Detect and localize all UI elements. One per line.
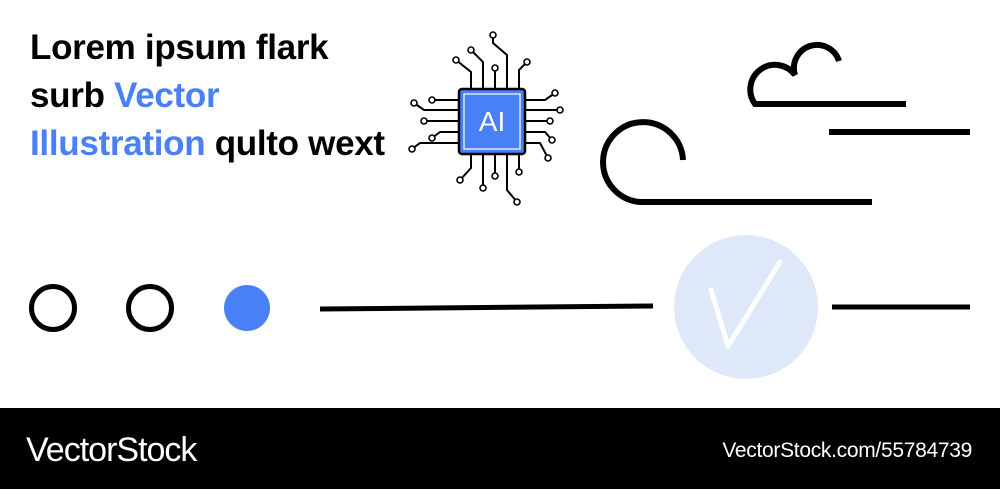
- headline-text-2: qulto wext: [205, 124, 385, 163]
- brand-logo[interactable]: VectorStock: [26, 431, 197, 469]
- ai-chip-inner-border: [463, 93, 521, 150]
- chip-trace-ends: [408, 31, 564, 206]
- image-id-link[interactable]: VectorStock.com/55784739: [722, 439, 972, 462]
- check-circle: [674, 235, 818, 379]
- progress-dot-1: [29, 284, 77, 332]
- small-cloud: [747, 41, 906, 107]
- headline-accent: Vector Illustration: [30, 76, 220, 163]
- illustration: AI: [29, 31, 970, 379]
- large-cloud: [600, 119, 872, 205]
- progress-dot-3-active: [224, 285, 270, 331]
- headline: Lorem ipsum flark surb Vector Illustrati…: [30, 24, 390, 168]
- checkmark-icon: [708, 259, 783, 349]
- headline-text-1: Lorem ipsum flark surb: [30, 28, 329, 115]
- progress-dots: [29, 284, 270, 332]
- cloud-icon: [600, 41, 970, 205]
- ai-chip-body: [457, 87, 527, 156]
- progress-line-left: [319, 303, 654, 312]
- footer-bar: VectorStock VectorStock.com/55784739: [0, 408, 1000, 489]
- ai-chip-label: AI: [479, 106, 505, 137]
- progress-dot-2: [126, 284, 174, 332]
